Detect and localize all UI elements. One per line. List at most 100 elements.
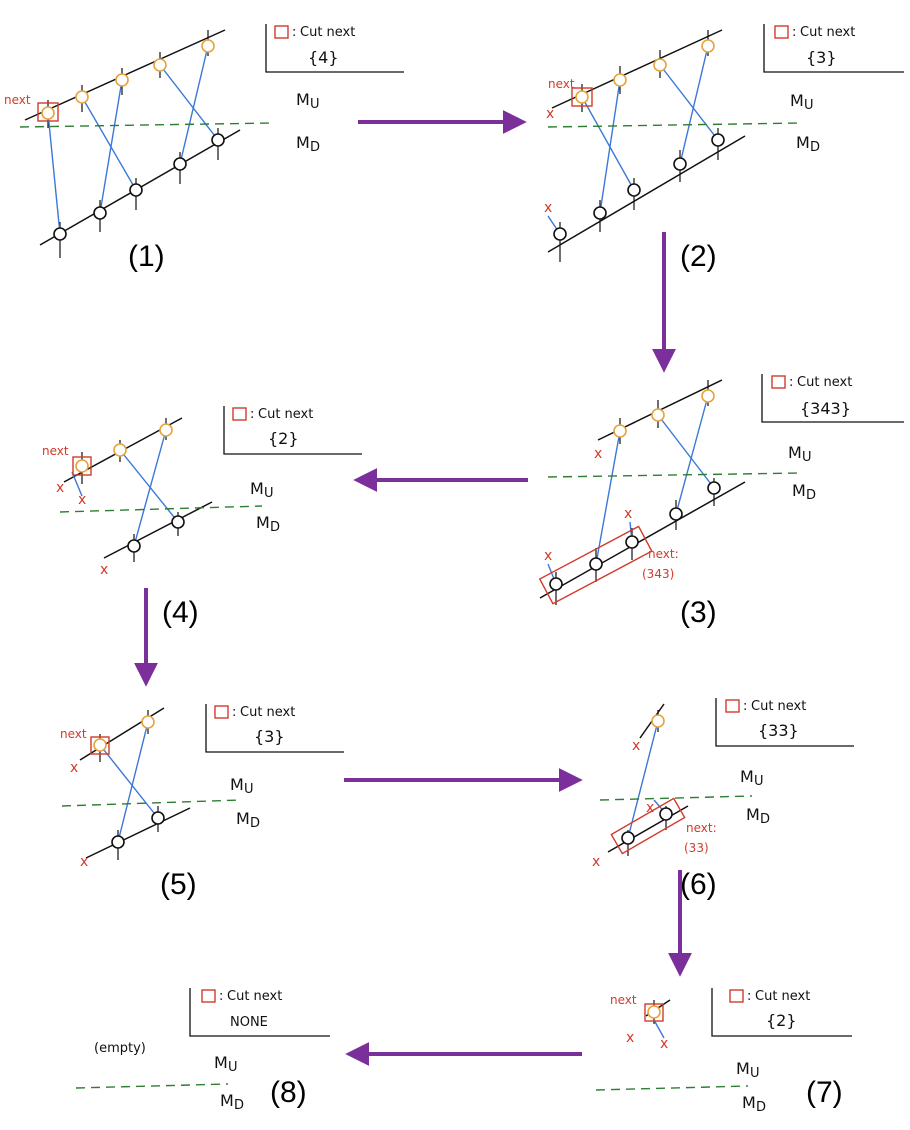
legend-title: Cut next [797, 375, 852, 390]
svg-text:D: D [806, 488, 816, 503]
svg-text:M: M [790, 91, 804, 110]
panel-8: (empty) : Cut next NONE M U M D (8) [75, 988, 330, 1113]
mu-down-3: M D [792, 481, 816, 503]
cut-x-mark: x [80, 854, 88, 870]
cut-x-mark: x [626, 1030, 634, 1046]
step-label-6: (6) [680, 868, 717, 901]
svg-text:M: M [788, 443, 802, 462]
svg-text:M: M [256, 513, 270, 532]
svg-text:M: M [230, 775, 244, 794]
panel-5: next x x : Cut next {3} M U M D (5) [60, 704, 344, 901]
legend-6: : Cut next {33} [715, 698, 854, 747]
cut-x-mark: x [624, 506, 632, 522]
step-label-5: (5) [160, 868, 197, 901]
next-group-value: (343) [642, 567, 674, 581]
svg-text:D: D [310, 140, 320, 155]
legend-7: : Cut next {2} [711, 988, 852, 1037]
cut-x-mark: x [660, 1036, 668, 1052]
svg-text:M: M [736, 1059, 750, 1078]
mu-up-2: M U [790, 91, 814, 113]
queue-value: {2} [268, 429, 299, 448]
legend-5: : Cut next {3} [205, 704, 344, 753]
cut-x-mark: x [592, 854, 600, 870]
mu-up-5: M U [230, 775, 254, 797]
svg-text:D: D [234, 1098, 244, 1113]
legend-8: : Cut next NONE [189, 988, 330, 1037]
svg-text:M: M [250, 479, 264, 498]
panel-4: next x x x : Cut next {2} M U M D (4) [42, 406, 362, 629]
svg-text::: : [219, 989, 223, 1004]
next-marker-label: next [4, 93, 31, 107]
svg-text:M: M [296, 90, 310, 109]
svg-text:U: U [310, 97, 320, 112]
mu-down-5: M D [236, 809, 260, 831]
legend-title: Cut next [258, 407, 313, 422]
svg-text::: : [292, 25, 296, 40]
svg-text:M: M [796, 133, 810, 152]
cut-x-mark: x [70, 760, 78, 776]
cut-x-mark: x [632, 738, 640, 754]
mu-down-7: M D [742, 1093, 766, 1115]
cut-x-mark: x [646, 800, 654, 816]
next-group-label: next: [648, 547, 679, 561]
svg-text::: : [792, 25, 796, 40]
cut-x-mark: x [100, 562, 108, 578]
svg-text:M: M [746, 805, 760, 824]
queue-value: NONE [230, 1015, 268, 1030]
svg-text:U: U [750, 1066, 760, 1081]
svg-text::: : [789, 375, 793, 390]
step-label-2: (2) [680, 240, 717, 273]
panel-2: next x x : Cut next {3} M U M D (2) [544, 24, 904, 273]
legend-title: Cut next [300, 25, 355, 40]
cut-x-mark: x [56, 480, 64, 496]
svg-text:M: M [296, 133, 310, 152]
queue-value: {343} [800, 399, 851, 418]
step-label-8: (8) [270, 1076, 307, 1109]
mu-down-6: M D [746, 805, 770, 827]
panel-7: next x x : Cut next {2} M U M D (7) [595, 988, 852, 1115]
svg-text:D: D [270, 520, 280, 535]
mu-up-3: M U [788, 443, 812, 465]
mu-up-7: M U [736, 1059, 760, 1081]
legend-title: Cut next [800, 25, 855, 40]
mu-down-8: M D [220, 1091, 244, 1113]
svg-text::: : [747, 989, 751, 1004]
mu-down-4: M D [256, 513, 280, 535]
cut-x-mark: x [78, 492, 86, 508]
empty-label: (empty) [94, 1041, 146, 1056]
panel-1: next : Cut next {4} M U M D (1) [4, 24, 404, 273]
step-label-1: (1) [128, 240, 165, 273]
mu-up-8: M U [214, 1053, 238, 1075]
next-marker-label: next [610, 993, 637, 1007]
mu-up-4: M U [250, 479, 274, 501]
cut-x-mark: x [546, 106, 554, 122]
svg-text:U: U [754, 774, 764, 789]
next-marker-label: next [60, 727, 87, 741]
mu-up-1: M U [296, 90, 320, 112]
legend-4: : Cut next {2} [223, 406, 362, 455]
legend-title: Cut next [755, 989, 810, 1004]
svg-text:U: U [802, 450, 812, 465]
panel-3: x x x next: (343) : Cut next {343} M U M… [538, 374, 904, 629]
cut-x-mark: x [594, 446, 602, 462]
step-label-4: (4) [162, 596, 199, 629]
svg-text:M: M [792, 481, 806, 500]
svg-text:U: U [244, 782, 254, 797]
queue-value: {3} [806, 48, 837, 67]
mu-up-6: M U [740, 767, 764, 789]
panel-6: x x x next: (33) : Cut next {33} M U M D… [592, 698, 854, 901]
svg-text::: : [232, 705, 236, 720]
cut-x-mark: x [544, 548, 552, 564]
svg-text:M: M [214, 1053, 228, 1072]
step-label-7: (7) [806, 1076, 843, 1109]
svg-text:U: U [228, 1060, 238, 1075]
svg-text:D: D [760, 812, 770, 827]
next-marker-label: next [548, 77, 575, 91]
svg-text:D: D [250, 816, 260, 831]
legend-title: Cut next [751, 699, 806, 714]
svg-text:U: U [804, 98, 814, 113]
svg-text:U: U [264, 486, 274, 501]
mu-down-1: M D [296, 133, 320, 155]
svg-text:M: M [740, 767, 754, 786]
legend-title: Cut next [227, 989, 282, 1004]
